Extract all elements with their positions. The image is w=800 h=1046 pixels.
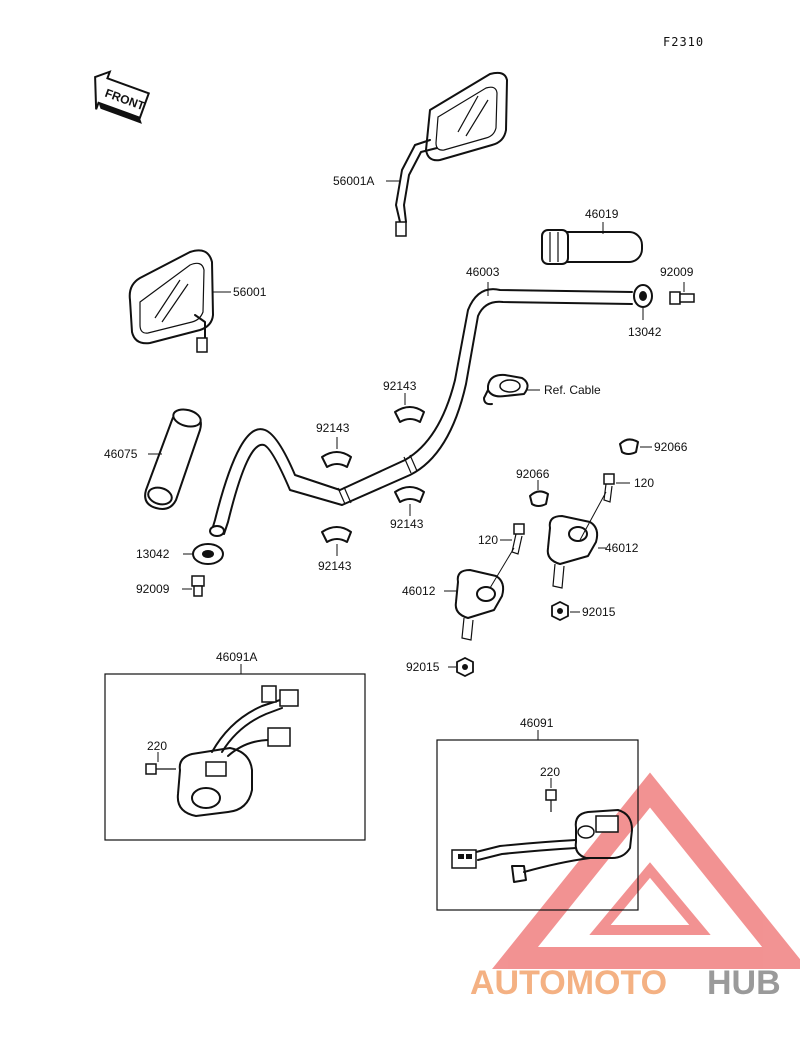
callout-weight-left: 13042 xyxy=(136,547,170,561)
callout-handlebar: 46003 xyxy=(466,265,500,279)
grip-left xyxy=(144,408,202,510)
callout-damper-bottom-left: 92143 xyxy=(318,559,352,573)
callout-damper-left: 92143 xyxy=(316,421,350,435)
callout-mirror-left: 56001 xyxy=(233,285,267,299)
watermark-wordmark: AUTOMOTO HUB xyxy=(470,964,781,1002)
watermark-logo xyxy=(492,772,800,969)
cap-mid xyxy=(529,480,549,507)
callout-switch-left-box: 46091A xyxy=(216,650,257,664)
callout-screw-right: 220 xyxy=(540,765,560,779)
nut-right xyxy=(551,600,580,622)
watermark-part-b: HUB xyxy=(707,964,781,1002)
mirror-left xyxy=(128,249,231,353)
callout-damper-bottom-right: 92143 xyxy=(390,517,424,531)
grip-right xyxy=(541,222,643,265)
front-arrow-icon: FRONT xyxy=(94,70,151,124)
callout-holder-mid: 46012 xyxy=(402,584,436,598)
cable-clamp xyxy=(483,373,540,406)
callout-nut-right: 92015 xyxy=(582,605,616,619)
bolt-mid xyxy=(500,523,525,555)
callout-plug-right: 92009 xyxy=(660,265,694,279)
callout-grip-right: 46019 xyxy=(585,207,619,221)
callout-nut-mid: 92015 xyxy=(406,660,440,674)
cap-right xyxy=(619,438,652,455)
figure-code: F2310 xyxy=(663,35,704,49)
nut-mid xyxy=(448,656,474,678)
callout-holder-right: 46012 xyxy=(605,541,639,555)
plug-left xyxy=(182,575,205,597)
callout-damper-top: 92143 xyxy=(383,379,417,393)
callout-ref-cable: Ref. Cable xyxy=(544,383,601,397)
callout-cap-mid: 92066 xyxy=(516,467,550,481)
bolt-right xyxy=(603,473,630,503)
callout-bolt-right: 120 xyxy=(634,476,654,490)
callout-bolt-mid: 120 xyxy=(478,533,498,547)
handlebar xyxy=(209,282,633,537)
weight-right xyxy=(633,284,653,320)
callout-weight-right: 13042 xyxy=(628,325,662,339)
plug-right xyxy=(669,282,695,305)
callout-plug-left: 92009 xyxy=(136,582,170,596)
callout-grip-left: 46075 xyxy=(104,447,138,461)
damper-bottom-left xyxy=(321,526,352,556)
switch-right-box xyxy=(436,730,639,911)
weight-left xyxy=(183,543,224,565)
callout-mirror-right: 56001A xyxy=(333,174,374,188)
callout-screw-left: 220 xyxy=(147,739,167,753)
callout-switch-right-box: 46091 xyxy=(520,716,554,730)
damper-left xyxy=(321,437,352,468)
damper-top xyxy=(394,393,425,423)
holder-right xyxy=(546,491,607,589)
mirror-right xyxy=(386,71,508,237)
watermark-part-a: AUTOMOTO xyxy=(470,964,667,1002)
switch-left-box xyxy=(104,664,366,841)
holder-mid xyxy=(444,547,515,641)
damper-bottom-right xyxy=(394,486,425,516)
callout-cap-right: 92066 xyxy=(654,440,688,454)
